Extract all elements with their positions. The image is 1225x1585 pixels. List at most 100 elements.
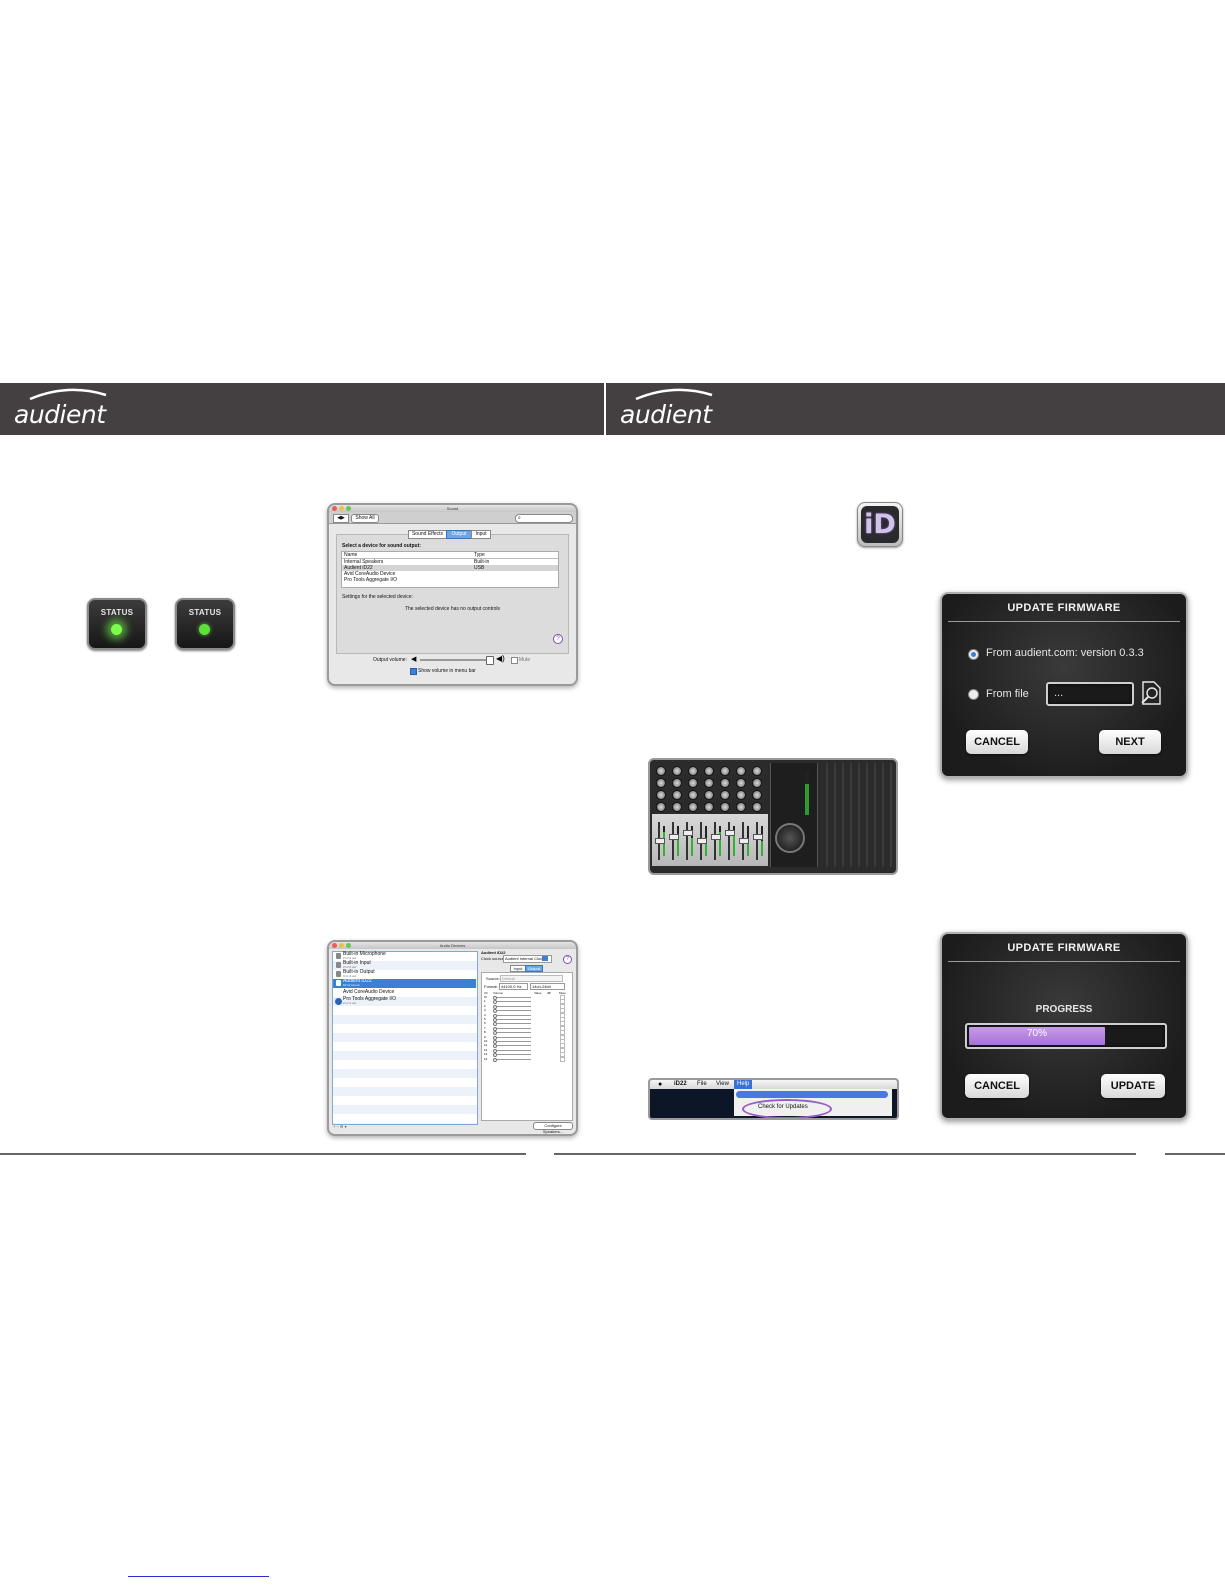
zoom-icon[interactable]	[346, 506, 351, 511]
channel-volume-slider[interactable]	[495, 1036, 531, 1038]
format-bits-select[interactable]: 14ch-24bit	[530, 983, 565, 990]
back-forward-buttons[interactable]: ◀▶	[333, 514, 349, 523]
slider-knob-icon[interactable]	[493, 1044, 497, 1049]
fader-cap[interactable]	[725, 830, 735, 836]
mute-checkbox[interactable]	[511, 657, 518, 664]
tab-sound-effects[interactable]: Sound Effects	[408, 530, 447, 539]
zoom-icon[interactable]	[346, 943, 351, 948]
channel-knob[interactable]	[720, 778, 730, 788]
option-from-file[interactable]: From file	[986, 688, 1029, 700]
radio-from-audient[interactable]	[968, 649, 979, 660]
slider-knob-icon[interactable]	[493, 996, 497, 1000]
show-all-button[interactable]: Show All	[351, 514, 379, 523]
channel-knob[interactable]	[752, 802, 762, 812]
minimize-icon[interactable]	[339, 943, 344, 948]
channel-knob[interactable]	[656, 802, 666, 812]
menu-app-name[interactable]: iD22	[674, 1081, 687, 1087]
help-icon[interactable]: ?	[563, 955, 572, 964]
channel-knob[interactable]	[688, 790, 698, 800]
source-select[interactable]: Default	[500, 975, 563, 982]
channel-knob[interactable]	[704, 766, 714, 776]
cancel-button[interactable]: CANCEL	[965, 1074, 1029, 1098]
channel-volume-slider[interactable]	[495, 997, 531, 998]
mute-checkbox[interactable]	[560, 1056, 565, 1062]
channel-knob[interactable]	[688, 778, 698, 788]
tab-output[interactable]: Output	[446, 530, 472, 539]
slider-knob-icon[interactable]	[493, 1018, 497, 1022]
list-toolbar[interactable]: + − ⚙ ▾	[333, 1124, 347, 1129]
bottom-link-underline[interactable]	[128, 1576, 269, 1577]
file-path-field[interactable]: ...	[1046, 682, 1134, 706]
update-button[interactable]: UPDATE	[1101, 1074, 1165, 1098]
channel-volume-slider[interactable]	[495, 1054, 531, 1056]
channel-knob[interactable]	[656, 778, 666, 788]
menu-view[interactable]: View	[716, 1081, 729, 1087]
tab-input[interactable]: Input	[471, 530, 491, 539]
menu-file[interactable]: File	[697, 1081, 707, 1087]
browse-file-icon[interactable]	[1139, 680, 1163, 706]
channel-volume-slider[interactable]	[495, 1019, 531, 1020]
channel-knob[interactable]	[736, 778, 746, 788]
channel-volume-slider[interactable]	[495, 1049, 531, 1051]
channel-knob[interactable]	[688, 802, 698, 812]
channel-knob[interactable]	[672, 778, 682, 788]
slider-knob-icon[interactable]	[493, 1022, 497, 1027]
channel-volume-slider[interactable]	[495, 1058, 531, 1060]
fader-cap[interactable]	[683, 830, 693, 836]
clock-source-select[interactable]: Audient Internal Clock	[503, 955, 552, 963]
channel-volume-slider[interactable]	[495, 1032, 531, 1034]
channel-knob[interactable]	[704, 790, 714, 800]
channel-volume-slider[interactable]	[495, 1045, 531, 1047]
channel-knob[interactable]	[672, 790, 682, 800]
channel-volume-slider[interactable]	[495, 1027, 531, 1029]
channel-knob[interactable]	[736, 766, 746, 776]
slider-knob-icon[interactable]	[493, 1035, 497, 1040]
channel-volume-slider[interactable]	[495, 1005, 531, 1007]
slider-knob-icon[interactable]	[493, 1053, 497, 1058]
channel-knob[interactable]	[688, 766, 698, 776]
channel-knob[interactable]	[720, 802, 730, 812]
search-input[interactable]: ⌕	[515, 514, 573, 523]
apple-icon[interactable]: ●	[658, 1081, 663, 1088]
configure-speakers-button[interactable]: Configure Speakers...	[533, 1122, 573, 1134]
channel-knob[interactable]	[736, 802, 746, 812]
channel-knob[interactable]	[704, 778, 714, 788]
channel-volume-slider[interactable]	[495, 1014, 531, 1016]
channel-volume-slider[interactable]	[495, 1041, 531, 1042]
help-search-field[interactable]	[736, 1091, 888, 1098]
slider-knob-icon[interactable]	[493, 1000, 497, 1005]
channel-knob[interactable]	[656, 790, 666, 800]
fader-cap[interactable]	[753, 834, 763, 840]
slider-knob-icon[interactable]	[493, 1009, 497, 1014]
fader-cap[interactable]	[697, 838, 707, 844]
channel-knob[interactable]	[720, 790, 730, 800]
volume-slider-knob[interactable]	[486, 656, 494, 665]
device-item[interactable]: Avid CoreAudio Device	[335, 988, 476, 997]
slider-knob-icon[interactable]	[493, 1026, 497, 1031]
tab-output[interactable]: Output	[525, 965, 543, 972]
channel-knob[interactable]	[752, 766, 762, 776]
slider-knob-icon[interactable]	[493, 1048, 497, 1053]
close-icon[interactable]	[332, 943, 337, 948]
channel-knob[interactable]	[704, 802, 714, 812]
channel-volume-slider[interactable]	[495, 1023, 531, 1025]
device-row[interactable]: Avid CoreAudio Device	[342, 571, 558, 577]
channel-knob[interactable]	[720, 766, 730, 776]
channel-knob[interactable]	[752, 778, 762, 788]
fader-cap[interactable]	[669, 834, 679, 840]
channel-knob[interactable]	[736, 790, 746, 800]
format-rate-select[interactable]: 44100.0 Hz	[499, 983, 528, 990]
fader-cap[interactable]	[739, 838, 749, 844]
slider-knob-icon[interactable]	[493, 1004, 497, 1009]
channel-knob[interactable]	[672, 802, 682, 812]
fader-cap[interactable]	[655, 838, 665, 844]
fader-cap[interactable]	[711, 834, 721, 840]
output-volume-slider[interactable]	[420, 659, 492, 661]
